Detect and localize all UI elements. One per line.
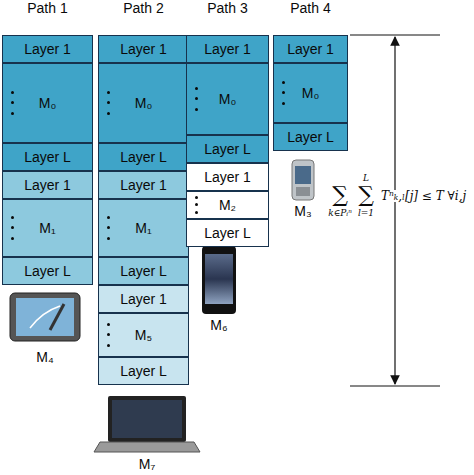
dot (11, 101, 14, 104)
ellipsis-dots (11, 91, 14, 115)
model-box: M₁ (2, 199, 93, 257)
path-title: Path 3 (207, 1, 247, 15)
model-name: M₀ (39, 95, 56, 111)
formula-part: Tⁿₖ,ₗ[j] ≤ T ∀i,j (380, 190, 467, 202)
formula-part: ∑ (331, 184, 349, 206)
layer-box: Layer 1 (186, 163, 269, 191)
layer-name: Layer L (24, 263, 71, 279)
layer-name: Layer 1 (120, 291, 167, 307)
ellipsis-dots (282, 81, 285, 105)
layer-box: Layer 1 (98, 285, 189, 313)
device-name: M₇ (139, 457, 155, 471)
dot (107, 112, 110, 115)
layer-name: Layer L (120, 149, 167, 165)
dot (11, 112, 14, 115)
layer-box: Layer L (186, 135, 269, 163)
layer-box: Layer L (98, 357, 189, 385)
model-name: M₀ (302, 85, 319, 101)
phone-icon (202, 246, 236, 314)
layer-name: Layer L (204, 141, 251, 157)
dot (107, 344, 110, 347)
layer-box: Layer L (98, 143, 189, 171)
layer-name: Layer 1 (24, 41, 71, 57)
model-box: M₀ (186, 63, 269, 135)
dot (195, 196, 198, 199)
layer-name: Layer L (120, 263, 167, 279)
layer-box: Layer L (98, 257, 189, 285)
dot (11, 226, 14, 229)
layer-name: Layer 1 (204, 41, 251, 57)
layer-box: Layer 1 (273, 35, 348, 63)
model-box: M₀ (273, 63, 348, 123)
dot (195, 97, 198, 100)
layer-name: Layer 1 (204, 169, 251, 185)
layer-box: Layer L (2, 257, 93, 285)
dot (107, 91, 110, 94)
dot (11, 237, 14, 240)
layer-name: Layer L (24, 149, 71, 165)
ellipsis-dots (107, 216, 110, 240)
layer-box: Layer 1 (98, 171, 189, 199)
device-name: M₃ (294, 204, 311, 218)
dot (282, 91, 285, 94)
laptop-icon (94, 396, 200, 452)
layer-name: Layer 1 (120, 177, 167, 193)
dot (107, 226, 110, 229)
layer-name: Layer L (120, 363, 167, 379)
tablet-icon (10, 293, 80, 341)
dot (195, 87, 198, 90)
model-name: M₀ (135, 95, 152, 111)
model-name: M₅ (135, 327, 152, 343)
model-name: M₁ (135, 220, 151, 236)
model-name: M₂ (219, 197, 236, 213)
dot (195, 211, 198, 214)
layer-box: Layer L (2, 143, 93, 171)
device-name: M₆ (210, 318, 227, 332)
path-title: Path 2 (123, 1, 163, 15)
model-box: M₁ (98, 199, 189, 257)
layer-box: Layer L (186, 219, 269, 247)
formula-part: ∑ (357, 184, 375, 206)
dot (282, 102, 285, 105)
model-box: M₀ (98, 63, 189, 143)
dot (107, 237, 110, 240)
path-title: Path 1 (27, 1, 67, 15)
ellipsis-dots (107, 323, 110, 347)
layer-box: Layer 1 (2, 35, 93, 63)
dot (282, 81, 285, 84)
layer-box: Layer 1 (186, 35, 269, 63)
layer-name: Layer 1 (24, 177, 71, 193)
formula-part: L (362, 174, 370, 183)
model-name: M₀ (219, 91, 236, 107)
dot (107, 333, 110, 336)
model-box: M₅ (98, 313, 189, 357)
model-name: M₁ (39, 220, 55, 236)
layer-box: Layer 1 (2, 171, 93, 199)
layer-name: Layer 1 (120, 41, 167, 57)
ellipsis-dots (107, 91, 110, 115)
path-title: Path 4 (290, 1, 330, 15)
ellipsis-dots (195, 87, 198, 111)
ellipsis-dots (11, 216, 14, 240)
dot (107, 323, 110, 326)
dot (11, 91, 14, 94)
layer-box: Layer L (273, 123, 348, 151)
layer-name: Layer L (287, 129, 334, 145)
layer-name: Layer 1 (287, 41, 334, 57)
device-name: M₄ (36, 350, 53, 364)
layer-box: Layer 1 (98, 35, 189, 63)
formula-part: k∈Pᵢⁿ (327, 209, 353, 218)
dimension-bracket (350, 35, 440, 386)
phone-icon (292, 160, 314, 200)
model-box: M₂ (186, 191, 269, 219)
layer-name: Layer L (204, 225, 251, 241)
dot (195, 108, 198, 111)
dot (107, 216, 110, 219)
dot (107, 101, 110, 104)
dot (195, 203, 198, 206)
dot (11, 216, 14, 219)
formula-part: l=1 (357, 209, 375, 218)
ellipsis-dots (195, 196, 198, 214)
model-box: M₀ (2, 63, 93, 143)
